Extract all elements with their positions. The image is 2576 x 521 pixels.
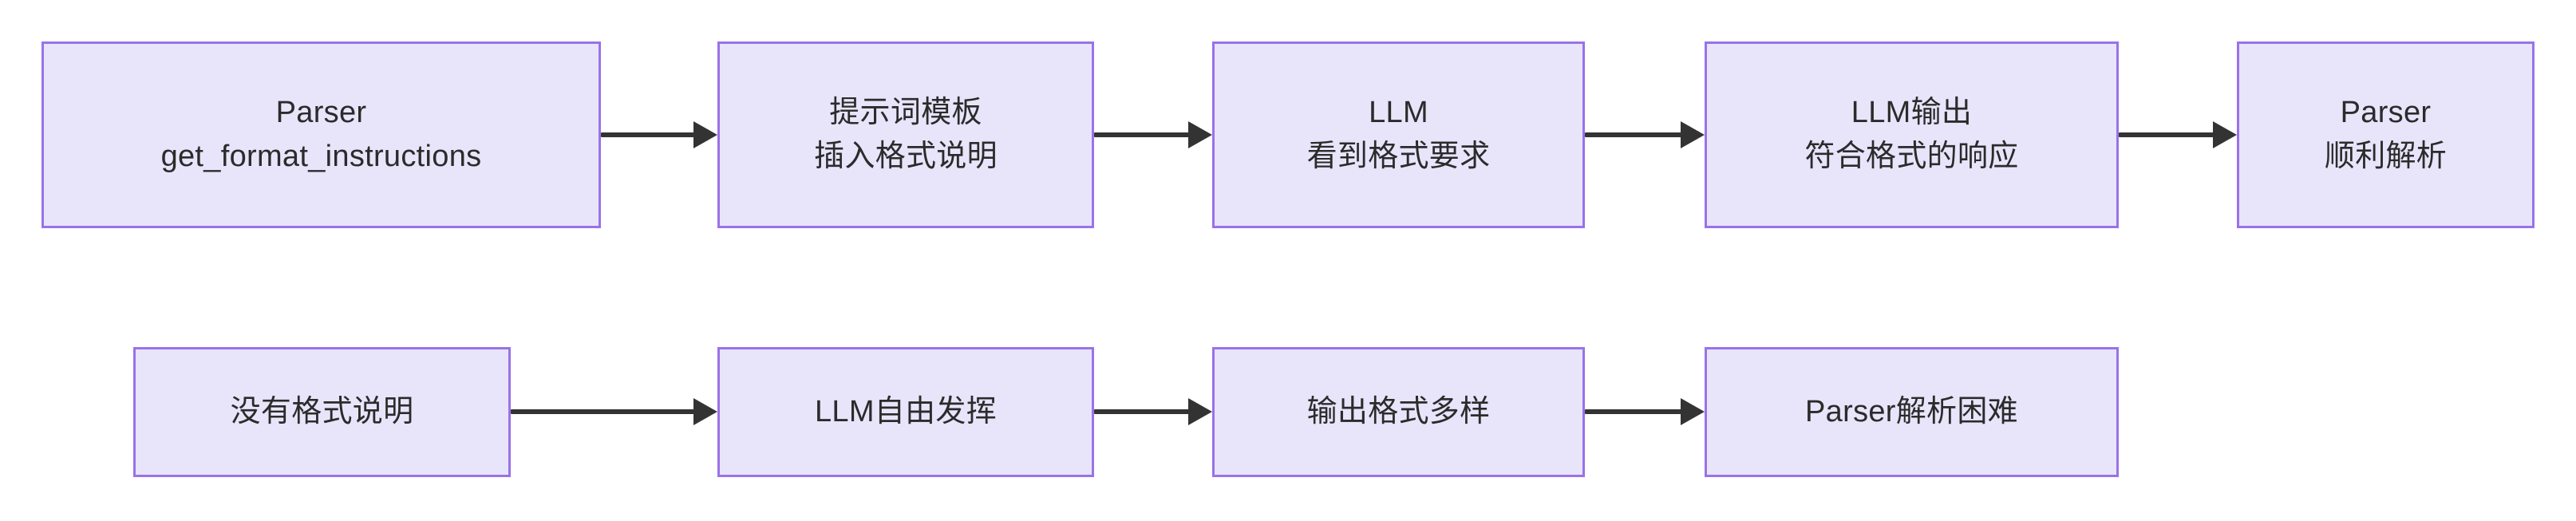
edge-line	[511, 409, 695, 414]
node-label-line: 提示词模板	[829, 95, 982, 129]
node-n3[interactable]: LLM 看到格式要求	[1212, 41, 1585, 228]
node-label-line: 插入格式说明	[814, 140, 998, 173]
edge-line	[2119, 132, 2214, 137]
node-m4[interactable]: Parser解析困难	[1705, 347, 2119, 477]
node-label-line: 符合格式的响应	[1804, 140, 2019, 173]
arrowhead-icon	[1681, 121, 1705, 148]
edge-line	[1585, 409, 1682, 414]
node-label-line: 看到格式要求	[1306, 140, 1491, 173]
arrowhead-icon	[693, 121, 717, 148]
node-m3[interactable]: 输出格式多样	[1212, 347, 1585, 477]
node-label-line: 没有格式说明	[230, 394, 414, 428]
node-n4[interactable]: LLM输出符合格式的响应	[1705, 41, 2119, 228]
node-n5[interactable]: Parser 顺利解析	[2237, 41, 2535, 228]
node-label-line: LLM输出	[1851, 95, 1973, 129]
node-m1[interactable]: 没有格式说明	[133, 347, 511, 477]
edge-line	[1585, 132, 1682, 137]
edge-line	[601, 132, 695, 137]
arrowhead-icon	[2213, 121, 2237, 148]
node-n2[interactable]: 提示词模板插入格式说明	[717, 41, 1094, 228]
node-label-line: LLM自由发挥	[814, 394, 998, 428]
node-label-line: 输出格式多样	[1306, 394, 1491, 428]
node-label-line: Parser解析困难	[1805, 394, 2018, 428]
node-label-line: Parser	[2340, 95, 2432, 129]
node-m2[interactable]: LLM自由发挥	[717, 347, 1094, 477]
node-label-line: get_format_instructions	[160, 140, 482, 173]
arrowhead-icon	[1188, 398, 1212, 425]
node-label-line: LLM	[1369, 95, 1428, 129]
arrowhead-icon	[693, 398, 717, 425]
node-n1[interactable]: Parser get_format_instructions	[41, 41, 601, 228]
node-label-line: Parser	[275, 95, 367, 129]
arrowhead-icon	[1681, 398, 1705, 425]
arrowhead-icon	[1188, 121, 1212, 148]
edge-line	[1094, 409, 1190, 414]
node-label-line: 顺利解析	[2324, 140, 2448, 173]
edge-line	[1094, 132, 1190, 137]
